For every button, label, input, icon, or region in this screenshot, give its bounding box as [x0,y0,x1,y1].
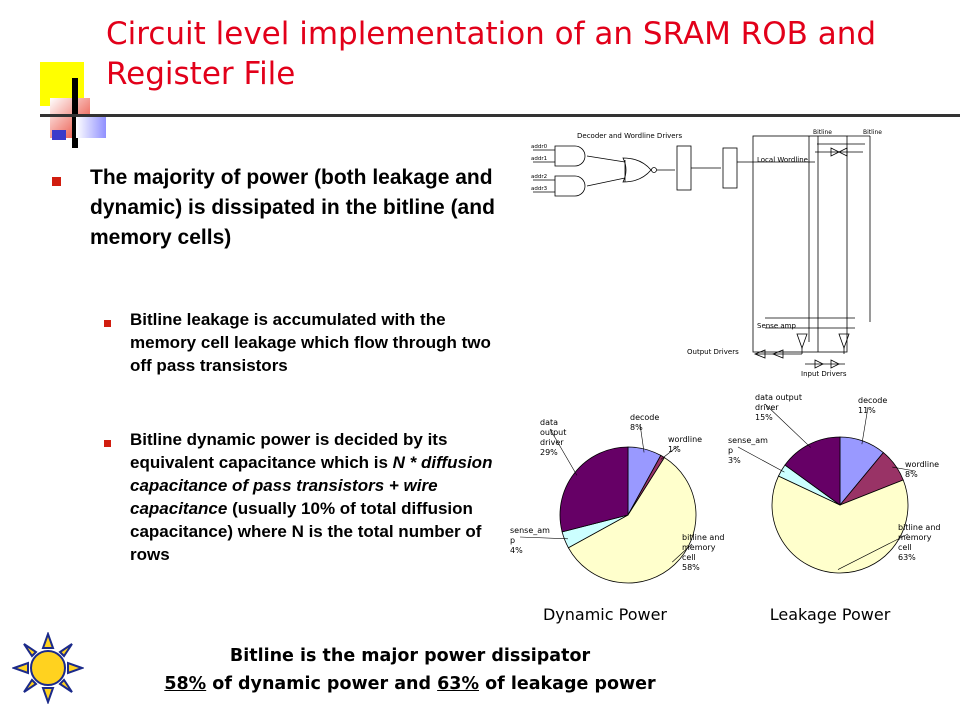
footer-summary: Bitline is the major power dissipator 58… [60,642,760,698]
schematic-decoder-label: Decoder and Wordline Drivers [577,132,682,140]
schematic-bitline-label: Bitline [813,129,832,136]
sub-bullet-marker-2 [104,440,111,447]
footer-leakage-pct: 63% [437,674,480,694]
pie-leader-line [639,423,645,453]
title-divider [40,114,960,117]
pie-leader-line [549,428,578,476]
sub-bullet-2-text-b: (usually 10% of total diffusion capacita… [130,499,482,564]
schematic-output-drivers-label: Output Drivers [687,348,739,356]
pie-leader-line [672,543,693,563]
schematic-input-drivers-label: Input Drivers [801,370,847,378]
schematic-addr-label: addr1 [531,156,547,162]
footer-line-1: Bitline is the major power dissipator [229,646,591,666]
main-bullet-text: The majority of power (both leakage and … [90,166,495,249]
pie-slice [559,446,629,533]
title-line-1: Circuit level implementation of an SRAM … [106,16,877,52]
main-bullet-marker [52,177,61,186]
pie-slice [771,475,909,574]
footer-line-2-end: of leakage power [479,674,656,694]
pie-leader-line [737,446,785,473]
pie-leader-line [764,403,811,448]
slide-title: Circuit level implementation of an SRAM … [106,14,946,94]
slide-logo [40,60,120,150]
sub-bullet-1: Bitline leakage is accumulated with the … [130,310,491,375]
footer-dynamic-pct: 58% [164,674,207,694]
pie-slice [567,457,697,584]
schematic-addr-label: addr2 [531,174,547,180]
sub-bullet-marker-1 [104,320,111,327]
sram-schematic: Decoder and Wordline Drivers Bitline Bit… [531,129,882,378]
schematic-bitline-bar-label: Bitline [863,129,882,136]
sub-bullet-2-italic: N * diffusion capacitance of pass transi… [130,453,493,518]
pie-leader-line [861,406,869,445]
pie-leader-line [892,466,916,472]
pie-caption: Leakage Power [770,605,891,624]
pie-leader-line [519,536,568,540]
pie-slice [784,436,841,506]
sun-icon [11,631,85,705]
sub-bullet-2-text-a: Bitline dynamic power is decided by its … [130,430,448,472]
pie-caption: Dynamic Power [543,605,667,624]
pie-leader-line [660,445,679,460]
footer-line-2: 58% of dynamic power and 63% of leakage … [60,670,760,698]
footer-line-2-mid: of dynamic power and [206,674,438,694]
schematic-addr-label: addr3 [531,186,548,192]
schematic-sense-amp-label: Sense amp [757,322,796,330]
pie-leader-line [837,533,909,570]
title-line-2: Register File [106,56,296,92]
sub-bullet-2: Bitline dynamic power is decided by its … [130,428,515,566]
schematic-local-wordline-label: Local Wordline [757,156,808,164]
schematic-addr-label: addr0 [531,144,548,150]
